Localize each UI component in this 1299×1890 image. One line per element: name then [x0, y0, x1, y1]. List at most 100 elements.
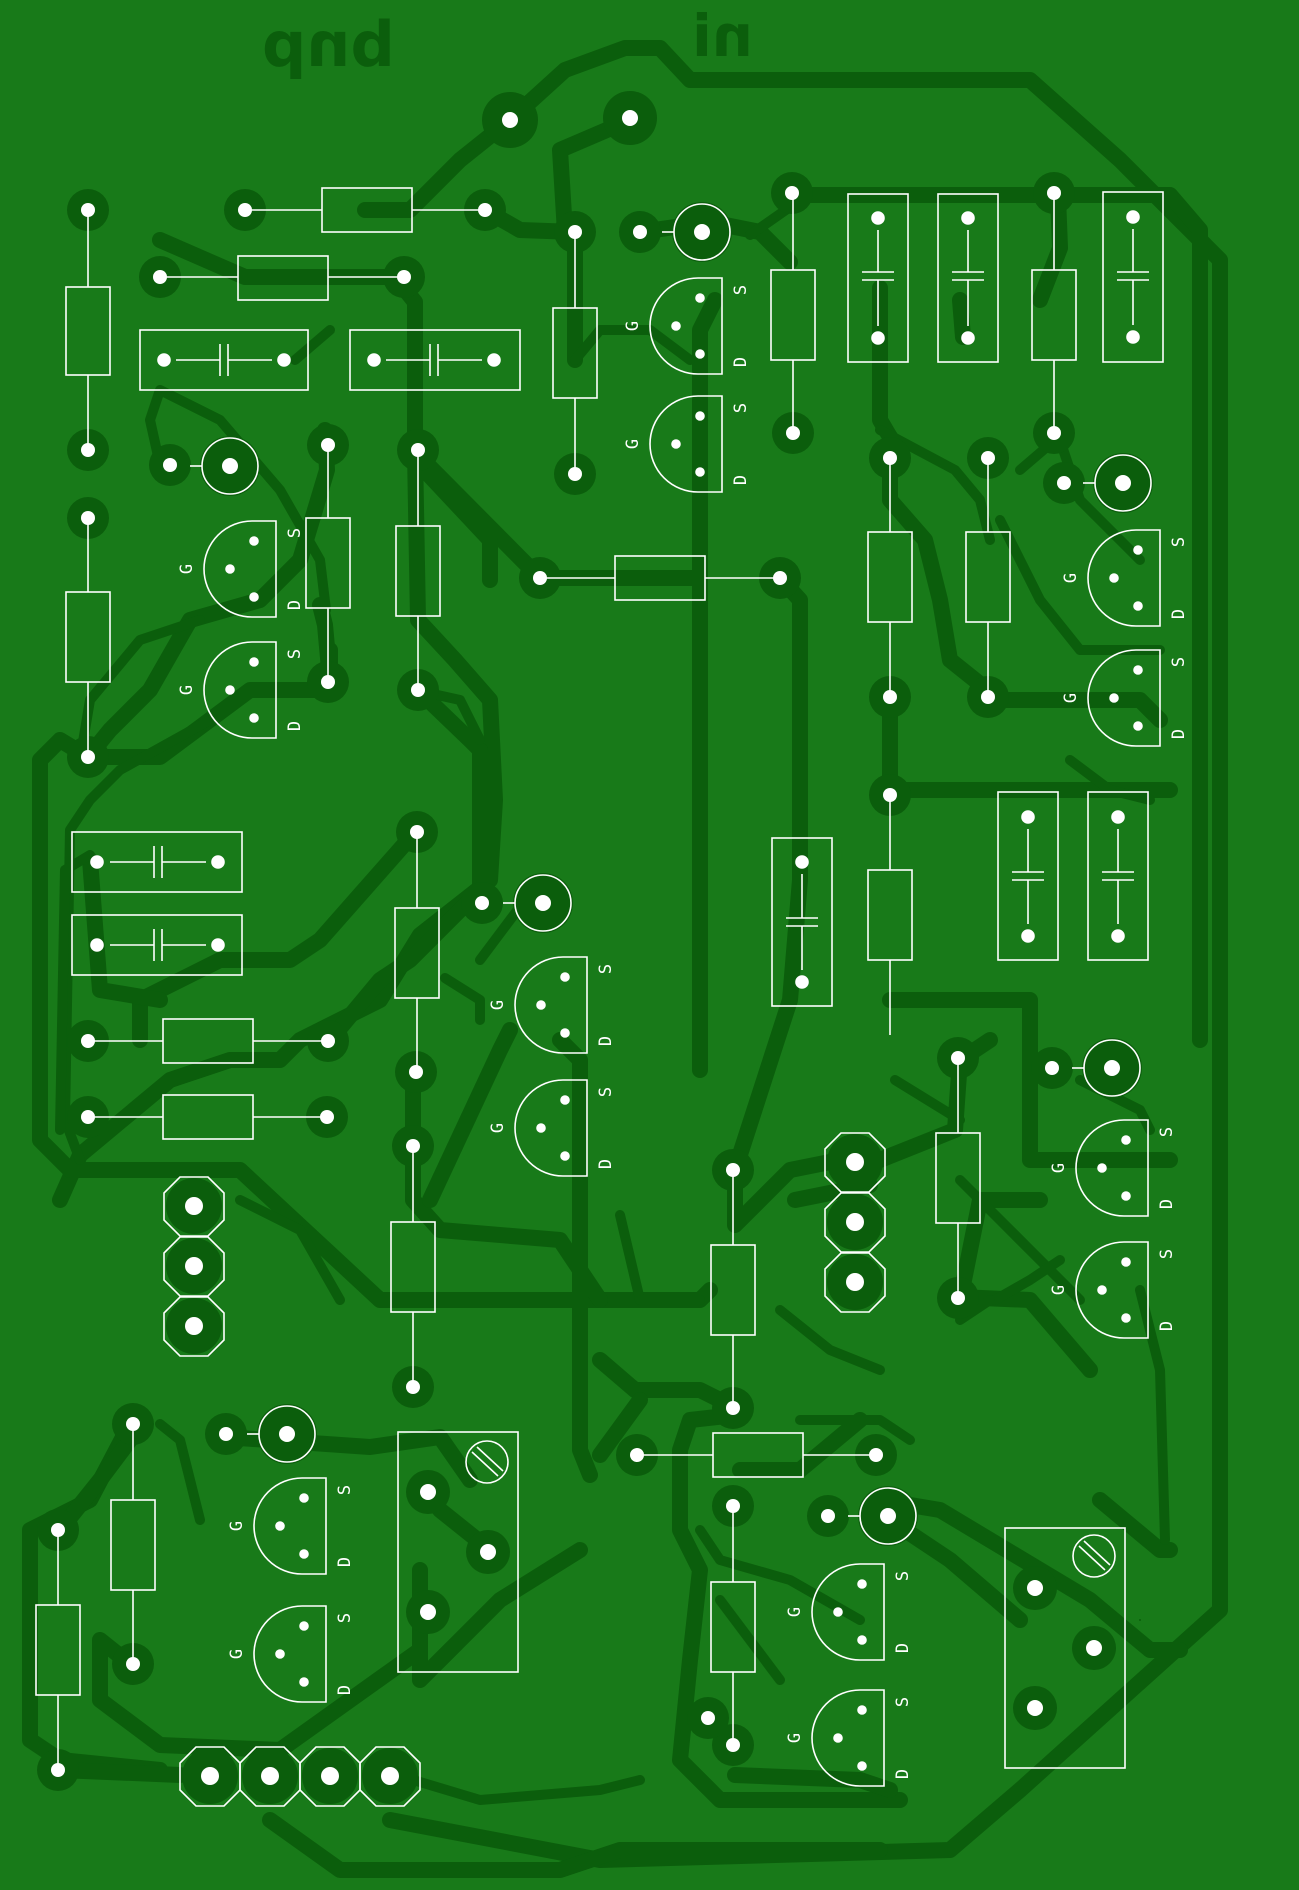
resistor [245, 187, 485, 233]
copper-label-left: bnp [262, 8, 395, 81]
pin-label-source: S [731, 403, 751, 413]
resistor [965, 458, 1011, 697]
pin-label-gate: G [785, 1607, 805, 1617]
transistors [203, 277, 1161, 1787]
copper-pads [37, 91, 1141, 1791]
transistor [203, 520, 277, 618]
resistor [88, 1094, 327, 1140]
capacitor-vertical [847, 193, 909, 363]
pin-label-source: S [335, 1613, 355, 1623]
pin-label-drain: D [731, 475, 751, 485]
transistor [253, 1605, 327, 1703]
resistors [35, 187, 1077, 1770]
pin-label-gate: G [488, 1000, 508, 1010]
pin-label-drain: D [893, 1643, 913, 1653]
pin-label-source: S [1157, 1127, 1177, 1137]
pin-label-gate: G [785, 1733, 805, 1743]
pin-label-drain: D [1157, 1199, 1177, 1209]
pin-labels: G S D G S D G S D G S D G S D G S D G S D G S D G S D G S D G S D G S D G S D G… [177, 285, 1189, 1779]
transistor [1075, 1241, 1149, 1339]
transistor [1087, 649, 1161, 747]
resistor [867, 458, 913, 697]
resistor [1031, 193, 1077, 433]
transistor [1087, 529, 1161, 627]
pin-label-gate: G [227, 1649, 247, 1659]
pin-label-drain: D [1157, 1321, 1177, 1331]
pin-label-drain: D [893, 1769, 913, 1779]
pin-label-source: S [1169, 537, 1189, 547]
capacitor-horizontal [71, 831, 243, 893]
pin-label-gate: G [1049, 1285, 1069, 1295]
pin-label-gate: G [177, 685, 197, 695]
pin-label-drain: D [285, 721, 305, 731]
capacitor-horizontal [349, 329, 521, 391]
capacitor-vertical [937, 193, 999, 363]
capacitor-horizontal [139, 329, 309, 391]
header-3pin [163, 1176, 225, 1357]
transistor [514, 956, 588, 1054]
resistor [65, 210, 111, 450]
pin-label-drain: D [596, 1159, 616, 1169]
resistor [394, 832, 440, 1072]
pin-label-drain: D [1169, 729, 1189, 739]
pin-label-drain: D [285, 600, 305, 610]
trimmers [397, 1431, 1126, 1769]
trimmer-potentiometer [1004, 1527, 1126, 1769]
pin-label-source: S [596, 1087, 616, 1097]
capacitor-vertical [1102, 191, 1164, 363]
resistor [710, 1506, 756, 1745]
pin-label-gate: G [488, 1123, 508, 1133]
transistor [649, 277, 723, 375]
trimmer-potentiometer [397, 1431, 519, 1673]
resistor [305, 445, 351, 682]
pin-label-drain: D [335, 1685, 355, 1695]
resistor [390, 1146, 436, 1387]
transistor [203, 641, 277, 739]
pin-label-source: S [1157, 1249, 1177, 1259]
copper-label-right: ni [692, 2, 753, 70]
resistor [110, 1424, 156, 1664]
pin-label-drain: D [596, 1036, 616, 1046]
transistor [811, 1563, 885, 1661]
transistor [811, 1689, 885, 1787]
pin-label-drain: D [731, 357, 751, 367]
resistor [395, 450, 441, 690]
pin-label-gate: G [1061, 693, 1081, 703]
pin-label-source: S [335, 1485, 355, 1495]
pin-label-source: S [285, 528, 305, 538]
pin-label-gate: G [623, 439, 643, 449]
transistor [253, 1477, 327, 1575]
pin-label-source: S [1169, 657, 1189, 667]
ring-pads [190, 202, 1153, 1546]
capacitor-vertical [771, 837, 833, 1007]
pads [37, 91, 1141, 1791]
resistor [540, 555, 780, 601]
pin-label-gate: G [177, 564, 197, 574]
capacitors [71, 191, 1164, 1007]
resistor [35, 1530, 81, 1770]
resistor [770, 193, 816, 433]
copper-text: bnp ni [262, 2, 753, 81]
pin-label-gate: G [227, 1521, 247, 1531]
pin-label-source: S [893, 1697, 913, 1707]
transistor [514, 1079, 588, 1177]
pin-label-source: S [731, 285, 751, 295]
pin-label-gate: G [1049, 1163, 1069, 1173]
resistor [867, 795, 913, 1035]
capacitor-vertical [997, 791, 1059, 961]
resistor [65, 518, 111, 757]
pin-headers [163, 1132, 886, 1807]
pin-label-drain: D [335, 1557, 355, 1567]
pin-label-gate: G [1061, 573, 1081, 583]
header-4pin [179, 1746, 421, 1807]
capacitor-horizontal [71, 914, 243, 976]
pin-label-source: S [285, 649, 305, 659]
resistor [935, 1058, 981, 1298]
header-3pin [824, 1132, 886, 1313]
capacitor-vertical [1087, 791, 1149, 961]
transistor [649, 395, 723, 493]
transistor [1075, 1119, 1149, 1217]
pin-label-source: S [893, 1571, 913, 1581]
pin-label-gate: G [623, 321, 643, 331]
